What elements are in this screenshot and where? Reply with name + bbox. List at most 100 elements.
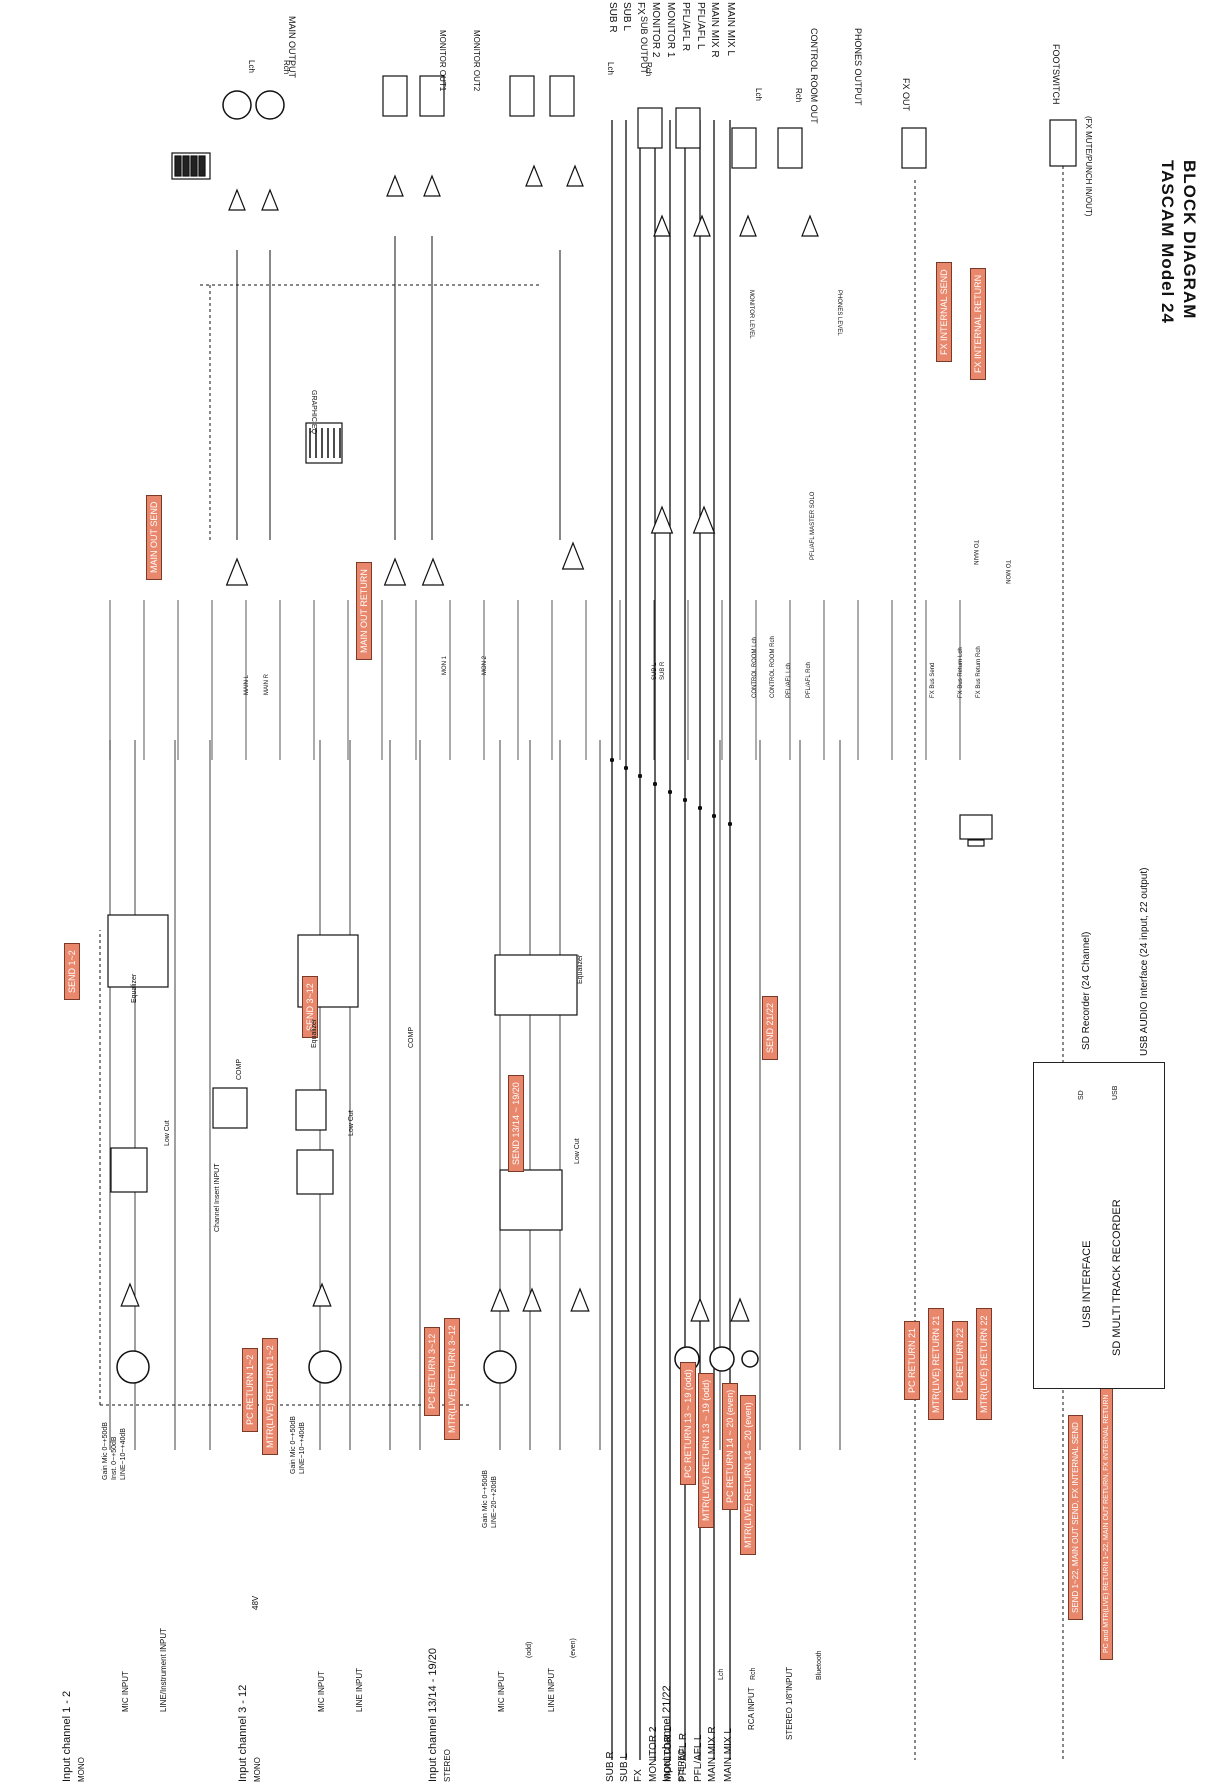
meter-segment — [190, 155, 198, 177]
graphic-eq-label: GRAPHIC EQ — [310, 390, 317, 434]
output-jack-socket — [901, 127, 927, 169]
equalizer-block-ch1 — [107, 914, 169, 988]
bus-label-top: SUB L — [621, 2, 632, 31]
bus-junction-dot — [728, 822, 732, 826]
gain-ch3-b: LINE~10~+40dB — [299, 1422, 306, 1474]
bus-summing-amp — [225, 557, 249, 586]
bus-summing-amp — [383, 557, 407, 586]
phones-output-label: PHONES OUTPUT — [853, 28, 863, 106]
sd-recorder-label: SD MULTI TRACK RECORDER — [1111, 1199, 1123, 1356]
tag-fx-internal-send: FX INTERNAL SEND — [936, 262, 952, 362]
tag-mtr-return-odd: MTR(LIVE) RETURN 13 ~ 19 (odd) — [698, 1372, 714, 1528]
sd-card-label: SD — [1078, 1090, 1085, 1100]
input-amplifier — [120, 1282, 140, 1307]
sub-output-lch: Lch — [606, 62, 615, 75]
fx-bus-ret-l-label: FX Bus Return Lch — [958, 647, 964, 698]
sub-r-label: SUB R — [660, 661, 666, 680]
bus-junction-dot — [624, 766, 628, 770]
bus-label-top: MONITOR 1 — [665, 2, 676, 58]
bus-label-top: MAIN MIX L — [725, 2, 736, 56]
input-ch21-stereo: STEREO 1/8"INPUT — [785, 1666, 794, 1740]
bus-junction-dot — [683, 798, 687, 802]
to-main-label: TO MAIN — [972, 540, 978, 565]
output-jack-socket — [675, 107, 701, 149]
tag-main-out-send: MAIN OUT SEND — [146, 494, 162, 580]
bus-label-bottom: SUB R — [605, 1751, 616, 1782]
tag-fx-internal-return: FX INTERNAL RETURN — [970, 267, 986, 380]
equalizer-label-ch13: Equalizer — [577, 954, 584, 984]
monitor-out1-label: MONITOR OUT1 — [438, 30, 447, 92]
input-ch13-title: Input channel 13/14 - 19/20 — [427, 1648, 439, 1782]
input-ch13-mic: MIC INPUT — [497, 1671, 506, 1712]
tag-pc-return-even: PC RETURN 14 ~ 20 (even) — [722, 1382, 738, 1510]
low-cut-block-ch13 — [499, 1169, 563, 1231]
tag-pc-return-22: PC RETURN 22 — [952, 1320, 968, 1400]
bus-label-bottom: PFL/AFL L — [693, 1734, 704, 1782]
bus-label-bottom: SUB L — [619, 1753, 630, 1782]
computer-monitor — [959, 814, 993, 840]
tag-mtr-return-1-2: MTR(LIVE) RETURN 1~2 — [262, 1338, 278, 1455]
bus-summing-amp — [692, 505, 716, 534]
bus-summing-amp — [561, 541, 585, 570]
control-room-out-label: CONTROL ROOM OUT — [809, 28, 819, 124]
low-cut-label-ch1: Low Cut — [164, 1120, 171, 1146]
footswitch-sub: (FX MUTE/PUNCH IN/OUT) — [1084, 116, 1093, 217]
bus-junction-dot — [668, 790, 672, 794]
meter-segment — [182, 155, 190, 177]
input-ch21-lch: Lch — [718, 1668, 725, 1680]
to-mon-label: TO MON — [1004, 560, 1010, 584]
input-ch3-mic: MIC INPUT — [317, 1671, 326, 1712]
input-amplifier — [730, 1297, 750, 1322]
main-output-r-jack — [255, 90, 285, 120]
bus-label-bottom: MAIN MIX R — [707, 1726, 718, 1782]
input-ch1-line: LINE/Instrument INPUT — [159, 1627, 168, 1712]
meter-segment — [174, 155, 182, 177]
input-amplifier — [570, 1287, 590, 1312]
low-cut-label-ch3: Low Cut — [348, 1110, 355, 1136]
input-ch21-rch: Rch — [750, 1667, 757, 1680]
recorder-box — [1033, 1062, 1165, 1389]
bus-junction-dot — [653, 782, 657, 786]
pfl-afl-rch-label: PFL/AFL Rch — [806, 662, 812, 698]
computer-base — [967, 839, 985, 847]
equalizer-label-ch3: Equalizer — [311, 1018, 318, 1048]
diagram-subtitle: TASCAM Model 24 — [1158, 160, 1177, 324]
bus-label-bottom: FX — [633, 1769, 644, 1782]
output-jack-socket — [509, 75, 535, 117]
tag-send-13-20: SEND 13/14 ~ 19/20 — [508, 1075, 524, 1172]
output-amplifier — [261, 188, 279, 211]
output-amplifier — [801, 214, 819, 237]
stereo-mini-input — [741, 1350, 759, 1368]
output-amplifier — [386, 174, 404, 197]
main-output-lch: Lch — [247, 60, 256, 73]
main-l-label: MAIN L — [244, 674, 250, 695]
low-cut-block-ch1 — [110, 1147, 148, 1193]
usb-interface-label: USB INTERFACE — [1081, 1240, 1093, 1328]
tag-send-all: SEND 1~22, MAIN OUT SEND, FX INTERNAL SE… — [1068, 1415, 1083, 1620]
mic-input-xlr-ch1 — [116, 1350, 150, 1384]
input-ch21-title: Input channel 21/22 — [661, 1685, 673, 1782]
cr-lch-label: CONTROL ROOM Lch — [752, 637, 758, 698]
input-amplifier — [312, 1282, 332, 1307]
gain-ch3-a: Gain Mic 0~+50dB — [290, 1416, 297, 1474]
input-ch3-title: Input channel 3 - 12 — [237, 1684, 249, 1782]
phantom-48v-label: 48V — [251, 1595, 260, 1610]
output-amplifier — [228, 188, 246, 211]
mic-input-xlr-ch13 — [483, 1350, 517, 1384]
sd-recorder-desc: SD Recorder (24 Channel) — [1081, 931, 1092, 1050]
tag-mtr-return-even: MTR(LIVE) RETURN 14 ~ 20 (even) — [740, 1395, 756, 1555]
output-amplifier — [739, 214, 757, 237]
output-jack-socket — [549, 75, 575, 117]
low-cut-block-ch3 — [296, 1149, 334, 1195]
sub-output-rch: Rch — [644, 62, 653, 77]
bus-label-top: MAIN MIX R — [709, 2, 720, 58]
output-jack-socket — [382, 75, 408, 117]
control-room-rch: Rch — [794, 88, 803, 103]
input-ch21-sub: STEREO — [677, 1749, 686, 1782]
comp-label-ch3: COMP — [408, 1027, 415, 1048]
graphic-eq-block — [305, 422, 343, 464]
tag-mtr-return-3-12: MTR(LIVE) RETURN 3~12 — [444, 1318, 460, 1440]
mon2-label: MON 2 — [482, 655, 488, 675]
input-ch3-line: LINE INPUT — [355, 1667, 364, 1712]
